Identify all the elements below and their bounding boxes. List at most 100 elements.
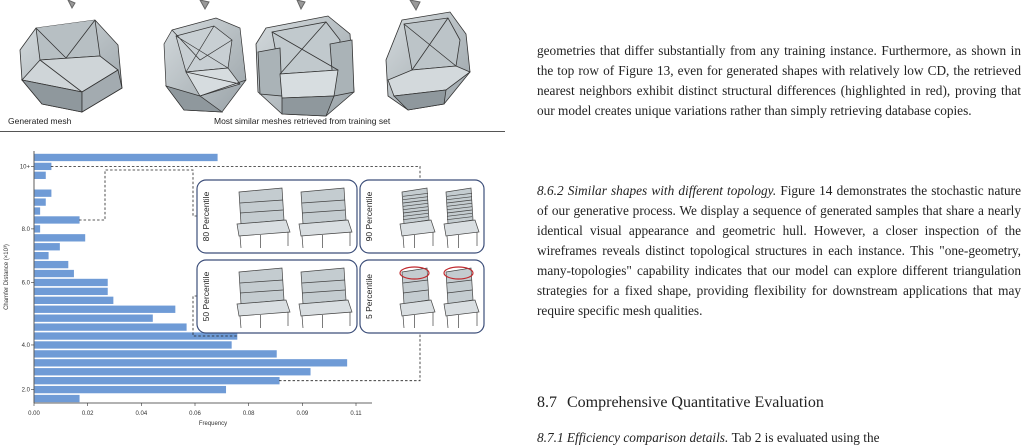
chair-legs [446,232,478,249]
chair-wire [446,212,473,217]
chair-wire [301,199,346,204]
chair-mesh [236,267,291,329]
chair-wire [446,192,473,197]
paragraph-efficiency-body: Tab 2 is evaluated using the [731,430,880,445]
wireframe-thumbnails [67,0,421,12]
leader-lines [50,165,421,382]
x-tick-label: 0.08 [243,411,255,417]
percentile-inset: 80 Percentile [196,179,358,254]
chair-back [238,267,285,305]
histogram-bar [34,323,187,331]
chair-mesh [236,187,291,249]
chair-wire [402,202,429,207]
y-tick-label: 8.0 [22,227,31,233]
chair-seat [399,299,436,317]
histogram-bar [34,385,227,394]
histogram-bar [34,341,232,349]
chair-seat [443,219,480,237]
chair-mesh [399,267,436,329]
histogram-bar [34,162,52,171]
subsection-heading-8-7-1: 8.7.1 Efficiency comparison details. [537,430,729,445]
histogram-bar [34,305,176,313]
histogram-bar [34,278,108,287]
histogram-bar [34,225,41,233]
x-tick-label: 0.04 [135,411,147,417]
histogram-bar [34,269,74,278]
percentile-inset: 5 Percentile [359,259,485,334]
chair-seat [399,219,436,237]
retrieved-mesh-2 [255,15,355,117]
chair-wire [402,196,429,201]
histogram-bar [34,314,153,322]
chair-back [445,267,474,305]
chair-wire [446,206,473,211]
y-tick-label: 4.0 [22,343,31,349]
leader-90 [50,165,421,180]
chair-wire [446,196,473,201]
x-axis-label: Frequency [199,421,227,427]
chair-wire [239,279,284,284]
chair-seat [443,299,480,317]
paragraph-novelty: geometries that differ substantially fro… [537,43,1021,118]
chair-wire [301,289,346,294]
histogram-bar [34,216,80,224]
leader-80 [79,169,197,221]
chair-wire [301,209,346,214]
chair-wire [301,279,346,284]
x-tick-label: 0.11 [350,411,362,417]
chair-mesh [399,187,436,249]
chair-seat [236,299,291,317]
histogram-bar [34,377,280,385]
chair-legs [402,232,434,249]
histogram-bar [34,234,86,242]
chair-wire [446,199,473,204]
percentile-label: 80 Percentile [201,191,211,241]
histogram-bar [34,189,52,197]
mesh-caption-generated: Generated mesh [8,116,72,126]
chair-legs [301,232,351,249]
histogram-bar [34,207,41,215]
chair-wire [402,279,429,284]
retrieved-mesh-1 [163,17,247,113]
section-number: 8.7 [537,394,557,411]
y-axis-label: Chamfer Distance (×10³) [4,244,10,310]
subsection-heading-8-6-2: 8.6.2 Similar shapes with different topo… [537,183,777,198]
section-title: Comprehensive Quantitative Evaluation [567,394,824,411]
percentile-inset: 90 Percentile [359,179,485,254]
chair-wire [446,289,473,294]
chair-wire [446,216,473,221]
paragraph-topology: 8.6.2 Similar shapes with different topo… [537,181,1021,321]
chair-back [300,267,347,305]
y-tick-label: 2.0 [22,388,31,394]
chair-seat [298,299,353,317]
chair-mesh [298,187,353,249]
leader-50 [192,295,237,337]
histogram-bar [34,252,49,260]
difference-highlight [443,266,474,280]
histogram-bar [34,332,238,340]
chair-legs [446,312,478,329]
histogram-bar [34,359,348,367]
paragraph-topology-body: Figure 14 demonstrates the stochastic na… [537,183,1022,318]
mesh-figure [19,0,471,117]
section-heading-8-7: 8.7 Comprehensive Quantitative Evaluation [537,394,824,412]
difference-highlight [399,266,430,280]
leader-5 [279,333,421,382]
y-tick-label: 10+ [20,164,31,170]
chair-legs [239,232,289,249]
histogram-bar [34,153,218,162]
chair-wire [446,209,473,214]
chair-wire [239,209,284,214]
chair-wire [402,209,429,214]
histogram-bar [34,350,277,358]
chair-wire [402,192,429,197]
generated-mesh-chair [19,19,123,113]
chair-back [300,187,347,225]
chair-back [401,267,430,305]
chair-legs [301,312,351,329]
chair-seat [298,219,353,237]
y-tick-label: 6.0 [22,280,31,286]
chair-legs [239,312,289,329]
